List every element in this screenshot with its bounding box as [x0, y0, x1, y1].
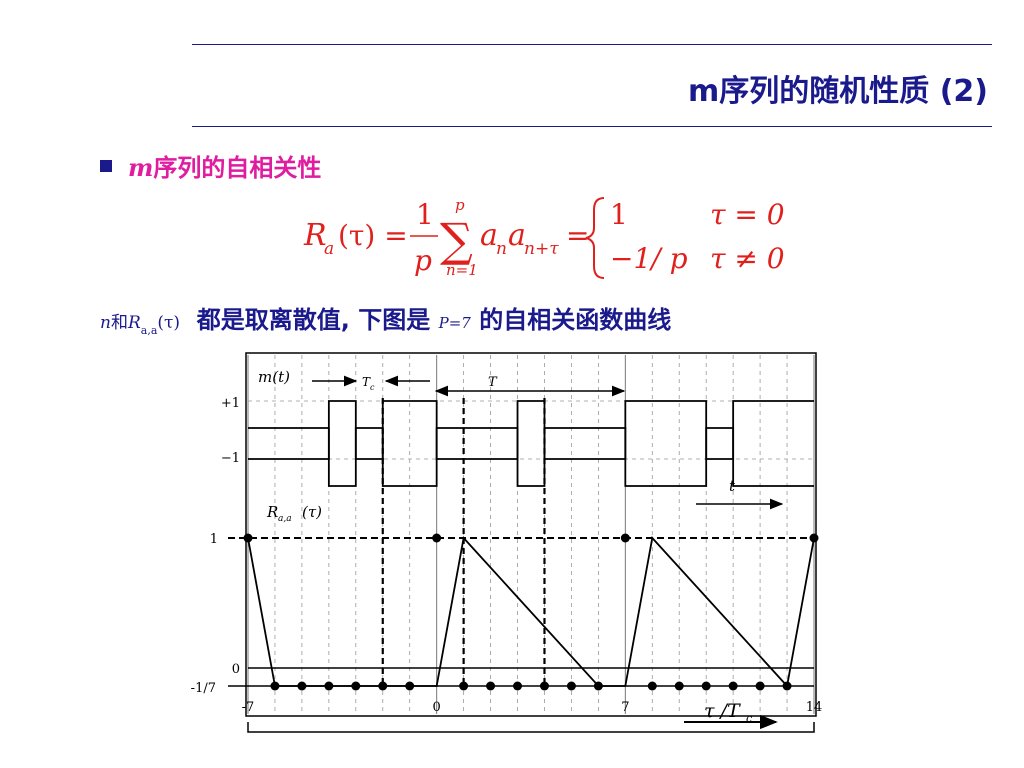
autocorrelation-point — [620, 533, 630, 543]
autocorrelation-point — [459, 681, 469, 691]
autocorrelation-point — [593, 681, 603, 691]
formula-equals: = — [566, 219, 589, 252]
desc-r-sub: a,a — [140, 323, 158, 337]
autocorrelation-point — [513, 681, 523, 691]
figure-frame — [245, 352, 817, 717]
case1-value: 1 — [610, 198, 628, 231]
autocorrelation-line — [247, 536, 815, 688]
term-sub1: n — [496, 239, 507, 259]
formula-lhs-sub: a — [324, 239, 334, 259]
autocorrelation-point — [432, 533, 442, 543]
tau-axis-sub: c — [746, 712, 752, 725]
top-rule — [192, 44, 992, 45]
desc-r: R — [127, 313, 141, 333]
autocorrelation-point — [809, 533, 819, 543]
autocorrelation-point — [755, 681, 765, 691]
tau-axis-label: τ /T — [704, 700, 741, 722]
title-underline — [192, 126, 992, 127]
desc-r-arg: (τ) — [157, 313, 181, 333]
x-tick-label: 0 — [433, 700, 441, 715]
desc-part2: 的自相关函数曲线 — [479, 306, 672, 334]
grid-lines — [247, 355, 815, 714]
m-sequence-shifted-line — [248, 427, 814, 487]
term-a1: a — [480, 218, 498, 253]
autocorrelation-point — [243, 533, 253, 543]
heading-var: m — [128, 153, 154, 182]
autocorrelation-point — [782, 681, 792, 691]
heading-text: 序列的自相关性 — [153, 154, 322, 182]
formula-frac-den: p — [414, 244, 432, 277]
square-bullet-icon — [100, 159, 112, 172]
formula-tau: (τ) = — [338, 219, 408, 252]
tc-sub: c — [370, 383, 375, 392]
term-a2: a — [508, 218, 526, 253]
sum-upper: p — [455, 196, 465, 214]
tick-minus-one: −1 — [221, 451, 240, 466]
desc-p-eq: P=7 — [438, 314, 471, 332]
desc-n: n — [100, 313, 111, 333]
slide-title: m序列的随机性质 (2) — [688, 74, 988, 109]
autocorrelation-point — [270, 681, 280, 691]
case1-condition: τ = 0 — [710, 198, 785, 231]
autocorrelation-point — [324, 681, 334, 691]
term-sub2: n+τ — [524, 239, 559, 259]
sum-lower: n=1 — [446, 261, 478, 279]
autocorrelation-point — [405, 681, 415, 691]
case2-condition: τ ≠ 0 — [710, 242, 785, 275]
autocorrelation-point — [647, 681, 657, 691]
range-bracket — [247, 722, 815, 733]
autocorrelation-chart — [228, 533, 819, 691]
r-label-arg: (τ) — [302, 503, 322, 521]
autocorrelation-formula: R a (τ) = 1 p p ∑ n=1 a n a n+τ = 1 τ = … — [303, 196, 785, 279]
x-tick-label: -7 — [242, 700, 255, 715]
case-brace-icon — [585, 197, 605, 279]
autocorrelation-point — [728, 681, 738, 691]
autocorrelation-point — [539, 681, 549, 691]
formula-lhs: R — [303, 218, 327, 253]
tc-label: T — [362, 375, 371, 389]
bullet-line: m序列的自相关性 — [100, 148, 321, 183]
autocorrelation-point — [378, 681, 388, 691]
sum-symbol: ∑ — [440, 213, 473, 267]
autocorrelation-point — [566, 681, 576, 691]
r-label-sub: a,a — [278, 514, 292, 524]
section-heading: m序列的自相关性 — [128, 148, 321, 183]
formula-frac-num: 1 — [416, 198, 434, 231]
t-label: t — [729, 477, 736, 495]
autocorrelation-point — [486, 681, 496, 691]
m-sequence-line — [248, 400, 814, 460]
m-label: m(t) — [258, 368, 290, 386]
autocorrelation-point — [674, 681, 684, 691]
x-tick-labels: -7 0 7 14 — [242, 700, 823, 715]
x-tick-label: 14 — [806, 700, 823, 715]
period-label: T — [488, 375, 498, 390]
m-sequence-chart — [248, 398, 814, 686]
tick-corr-zero: 0 — [232, 662, 240, 677]
x-tick-label: 7 — [621, 700, 629, 715]
autocorrelation-point — [297, 681, 307, 691]
desc-part1: 都是取离散值, 下图是 — [196, 306, 431, 334]
tick-corr-one: 1 — [210, 532, 218, 547]
autocorrelation-point — [701, 681, 711, 691]
tick-corr-neg: -1/7 — [191, 681, 216, 696]
description-line: n和Ra,a(τ) 都是取离散值, 下图是 P=7 的自相关函数曲线 — [100, 300, 671, 337]
desc-and: 和 — [110, 313, 128, 333]
r-label: R — [266, 503, 278, 521]
case2-value: −1/ p — [610, 242, 688, 275]
tick-plus-one: +1 — [221, 396, 240, 411]
autocorrelation-point — [351, 681, 361, 691]
